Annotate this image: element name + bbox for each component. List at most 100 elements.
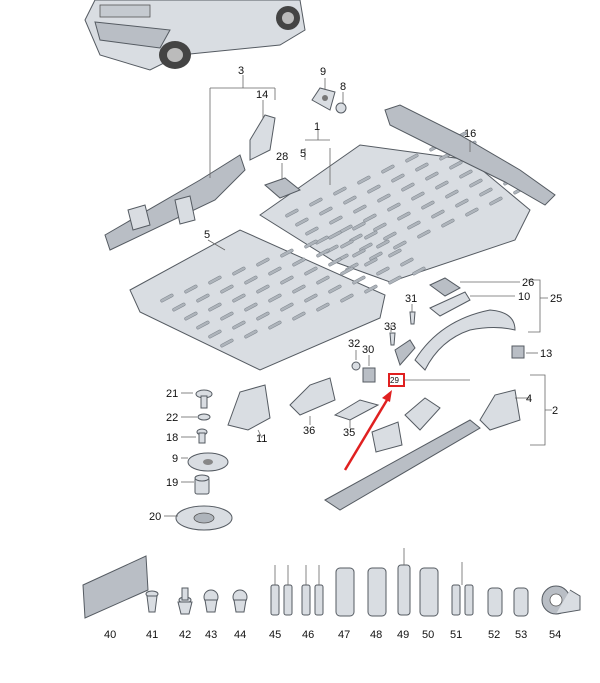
- front-floor-panel: [129, 221, 426, 371]
- left-longitudinal-member: [104, 154, 246, 251]
- floor-slot: [285, 208, 299, 218]
- floor-slot: [196, 320, 210, 330]
- floor-slot: [449, 160, 463, 170]
- floor-slot: [232, 293, 246, 303]
- floor-slot: [431, 209, 445, 219]
- floor-slot: [292, 311, 306, 321]
- bottom-parts-row: [82, 548, 581, 619]
- floor-slot: [364, 257, 378, 267]
- floor-slot: [304, 293, 318, 303]
- label-25: 25: [550, 293, 562, 305]
- label-48: 48: [370, 629, 382, 641]
- label-20: 20: [149, 511, 161, 523]
- floor-slot: [479, 187, 493, 197]
- callout-labels: 3 14 9 8 1 5 28 16 5 26 10 25 31 33 13 3…: [104, 65, 562, 641]
- floor-slot: [352, 248, 366, 258]
- label-26: 26: [522, 277, 534, 289]
- clip-44: [232, 589, 248, 613]
- floor-slot: [363, 213, 377, 223]
- floor-slot: [425, 171, 439, 181]
- floor-slot: [316, 302, 330, 312]
- wheel-housing: [414, 309, 516, 371]
- label-50: 50: [422, 629, 434, 641]
- label-5-bottom: 5: [204, 229, 210, 241]
- floor-slot: [244, 302, 258, 312]
- floor-slot: [377, 193, 391, 203]
- floor-slot: [304, 266, 318, 276]
- floor-slot: [208, 275, 222, 285]
- floor-slot: [373, 222, 387, 232]
- clip-42: [177, 587, 193, 615]
- cartridge-48: [367, 567, 387, 617]
- floor-slot: [244, 329, 258, 339]
- label-46: 46: [302, 629, 314, 641]
- label-28: 28: [276, 151, 288, 163]
- bracket-26: [429, 277, 461, 297]
- label-32: 32: [348, 338, 360, 350]
- label-53: 53: [515, 629, 527, 641]
- grommet-9-bottom: [187, 452, 229, 472]
- label-21: 21: [166, 388, 178, 400]
- cartridge-50: [419, 567, 439, 617]
- bracket-14: [249, 114, 276, 161]
- cartridge-47: [335, 567, 355, 617]
- floor-slot: [328, 257, 342, 267]
- floor-slot: [388, 248, 402, 258]
- floor-slot: [435, 180, 449, 190]
- floor-slot: [256, 257, 270, 267]
- floor-slot: [328, 284, 342, 294]
- label-29: 29: [390, 376, 399, 385]
- floor-slot: [329, 215, 343, 225]
- floor-slot: [309, 197, 323, 207]
- label-33: 33: [384, 321, 396, 333]
- floor-slot: [295, 217, 309, 227]
- floor-slot: [352, 275, 366, 285]
- floor-slot: [208, 329, 222, 339]
- rear-cross-member: [384, 104, 556, 206]
- floor-slot: [340, 239, 354, 249]
- label-8: 8: [340, 81, 346, 93]
- floor-slot: [407, 220, 421, 230]
- floor-slot: [220, 284, 234, 294]
- bracket-sill-lower: [371, 421, 403, 453]
- floor-slot: [376, 239, 390, 249]
- label-31: 31: [405, 293, 417, 305]
- floor-slot: [244, 275, 258, 285]
- floor-slot: [340, 266, 354, 276]
- cartridge-set-51: [451, 562, 474, 616]
- floor-slot: [353, 204, 367, 214]
- floor-slot: [364, 230, 378, 240]
- floor-slot: [397, 211, 411, 221]
- label-47: 47: [338, 629, 350, 641]
- floor-slot: [232, 320, 246, 330]
- label-45: 45: [269, 629, 281, 641]
- label-9-top: 9: [320, 66, 326, 78]
- floor-slot: [393, 240, 407, 250]
- floor-slot: [469, 178, 483, 188]
- vehicle-illustration: [84, 0, 306, 71]
- tape-roll-54: [541, 585, 581, 615]
- floor-slot: [340, 293, 354, 303]
- floor-slot: [328, 230, 342, 240]
- label-10: 10: [518, 291, 530, 303]
- floor-slot: [268, 266, 282, 276]
- bracket-10: [429, 291, 471, 317]
- floor-slot: [412, 266, 426, 276]
- floor-slot: [232, 266, 246, 276]
- label-22: 22: [166, 412, 178, 424]
- label-44: 44: [234, 629, 246, 641]
- grommet-9-top: [311, 87, 336, 111]
- nut-32: [351, 361, 361, 371]
- floor-slot: [364, 284, 378, 294]
- can-52: [487, 587, 503, 617]
- bracket-30: [362, 367, 376, 383]
- bracket-33: [394, 339, 416, 366]
- floor-slot: [333, 186, 347, 196]
- cartridge-set-46: [301, 565, 324, 616]
- bolt-21: [195, 389, 213, 409]
- label-49: 49: [397, 629, 409, 641]
- floor-slot: [184, 311, 198, 321]
- seal-pad-40: [82, 555, 149, 619]
- floor-slot: [376, 266, 390, 276]
- floor-slot: [417, 229, 431, 239]
